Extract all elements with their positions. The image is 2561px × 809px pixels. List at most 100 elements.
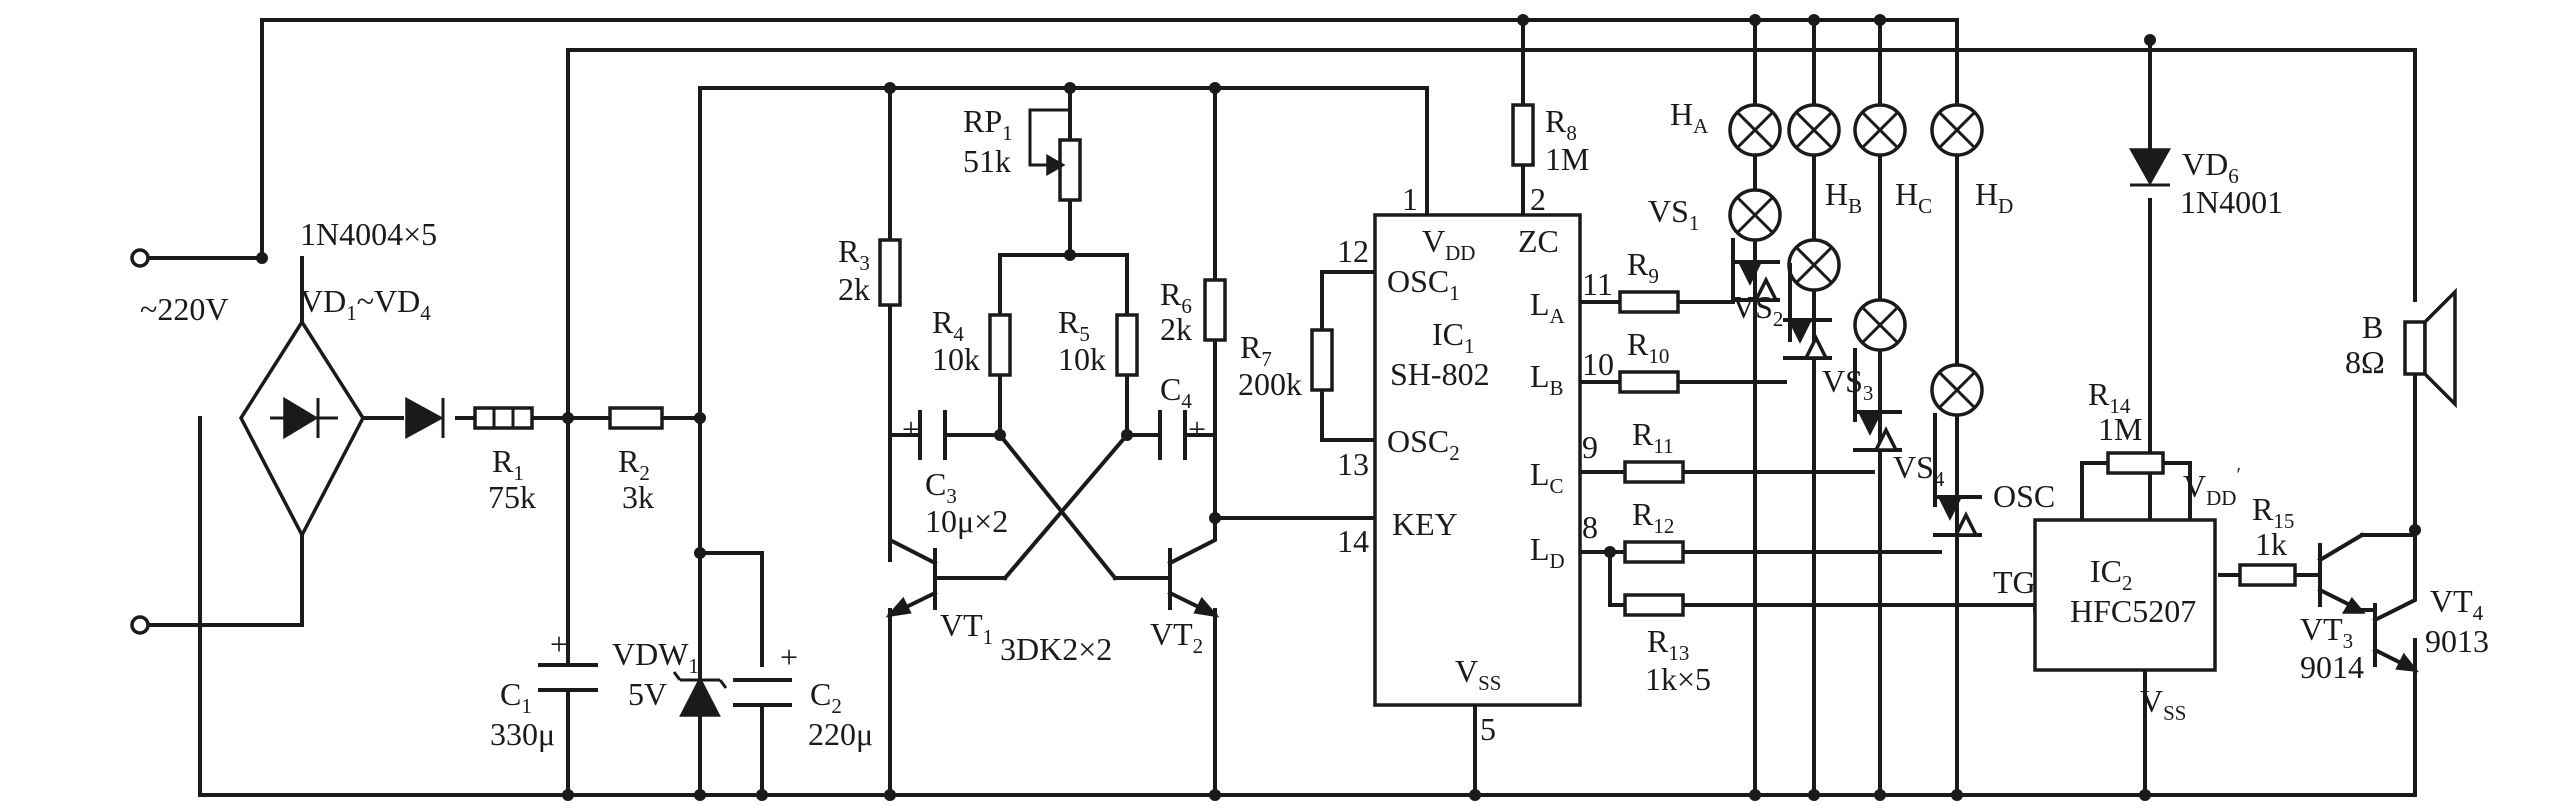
r6-label: R6 [1160, 276, 1192, 318]
ic1-body [1373, 213, 1582, 707]
vt4-label: VT4 [2430, 583, 2484, 625]
triac-vs4-label: VS4 [1893, 449, 1945, 491]
vt2-label: VT2 [1150, 616, 1203, 658]
lamp-hd [1930, 103, 1984, 417]
vt-pair-label: 3DK2×2 [1000, 631, 1112, 667]
resistor-r3 [878, 238, 902, 307]
speaker-label: B [2362, 309, 2383, 345]
ic2-vdd: VDD′ [2183, 464, 2241, 510]
ic1-pin1: 1 [1402, 181, 1418, 217]
r10-label: R10 [1627, 326, 1669, 368]
r7-label: R7 [1240, 329, 1272, 371]
r4-value: 10k [932, 341, 980, 377]
r5-value: 10k [1058, 341, 1106, 377]
transistor-vt4 [2358, 528, 2419, 797]
ic1-key: KEY [1392, 506, 1458, 542]
ic1-pin9: 9 [1582, 429, 1598, 465]
ic1-pin13: 13 [1337, 446, 1369, 482]
ic1-lc: LC [1530, 456, 1564, 498]
resistor-r8 [1511, 103, 1535, 167]
r7-value: 200k [1238, 366, 1302, 402]
resistor-r15 [2238, 563, 2297, 587]
c3-value: 10μ×2 [925, 503, 1008, 539]
triac-vs2 [1783, 318, 1832, 360]
vt1-label: VT1 [940, 607, 993, 649]
diode-vd6 [2129, 148, 2171, 187]
r15-value: 1k [2255, 526, 2287, 562]
speaker-value: 8Ω [2345, 344, 2385, 380]
ic1-part: SH-802 [1390, 356, 1490, 392]
ic1-pin2: 2 [1530, 181, 1546, 217]
r14-value: 1M [2098, 411, 2142, 447]
speaker-b [2403, 287, 2457, 409]
capacitor-c1 [538, 663, 598, 692]
ic1-pin11: 11 [1582, 266, 1613, 302]
potentiometer-rp1 [1028, 108, 1082, 202]
resistor-r11 [1623, 460, 1685, 484]
ic1-pin12: 12 [1337, 233, 1369, 269]
r8-value: 1M [1545, 141, 1589, 177]
c2-label: C2 [810, 676, 842, 718]
labels: ~220V 1N4004×5 VD1~VD4 R1 75k R2 3k + C1… [140, 96, 2489, 752]
c4-label: C4 [1160, 371, 1192, 413]
transistor-vt2 [1158, 516, 1220, 618]
r6-value: 2k [1160, 311, 1192, 347]
ic1-pin8: 8 [1582, 509, 1598, 545]
r14-label: R14 [2088, 376, 2131, 418]
lamp-ha [1728, 103, 1782, 242]
r15-label: R15 [2252, 491, 2294, 533]
ic1-osc1: OSC1 [1387, 263, 1460, 305]
ic1-vdd: VDD [1422, 223, 1475, 265]
lamp-hb [1787, 103, 1841, 292]
bridge-label: VD1~VD4 [300, 283, 431, 325]
resistor-r6 [1203, 278, 1227, 342]
ic2-tg: TG [1993, 564, 2036, 600]
ic1-vss: VSS [1455, 653, 1501, 695]
ic2-name: IC2 [2090, 553, 2133, 595]
vt3-value: 9014 [2300, 649, 2364, 685]
ic1-pin10: 10 [1582, 346, 1614, 382]
r2-value: 3k [622, 479, 654, 515]
ic1-la: LA [1530, 286, 1566, 328]
vd6-part: 1N4001 [2180, 184, 2283, 220]
lamp-hc [1853, 103, 1907, 352]
lamps [1728, 103, 1984, 417]
lamp-hd-label: HD [1975, 176, 2013, 218]
triac-vs3-label: VS3 [1822, 363, 1873, 405]
c3-plus: + [902, 411, 920, 447]
r4-label: R4 [932, 304, 964, 346]
lamp-couplings [1753, 135, 1959, 375]
triac-vs4 [1933, 495, 1982, 537]
zener-vdw1 [672, 671, 728, 717]
c1-plus: + [550, 626, 568, 662]
rp1-label: RP1 [963, 103, 1013, 145]
r1-label: R1 [492, 443, 524, 485]
r3-label: R3 [838, 233, 870, 275]
resistor-r2 [608, 406, 664, 430]
triac-vs2-label: VS2 [1732, 289, 1783, 331]
ic1-pin14: 14 [1337, 523, 1369, 559]
ic1-pin5: 5 [1480, 711, 1496, 747]
lamp-hb-label: HB [1825, 176, 1862, 218]
transistor-vt1 [885, 516, 952, 618]
ic2-body [2033, 518, 2217, 672]
junction-dots [256, 14, 2421, 801]
ic1-zc: ZC [1518, 223, 1559, 259]
resistor-r9 [1618, 290, 1680, 314]
series-diode [405, 397, 445, 439]
capacitor-c3 [918, 410, 947, 460]
r3-value: 2k [838, 271, 870, 307]
triac-vs3 [1853, 410, 1902, 452]
rp1-value: 51k [963, 143, 1011, 179]
ic1-ld: LD [1530, 531, 1565, 573]
ic1-osc2: OSC2 [1387, 423, 1460, 465]
r13-value: 1k×5 [1645, 661, 1711, 697]
c1-value: 330μ [490, 716, 555, 752]
r1-value: 75k [488, 479, 536, 515]
resistor-r14 [2106, 451, 2165, 475]
mains-voltage-label: ~220V [140, 291, 228, 327]
r13-label: R13 [1647, 623, 1689, 665]
ic2-vss: VSS [2140, 683, 2186, 725]
r12-label: R12 [1632, 496, 1674, 538]
